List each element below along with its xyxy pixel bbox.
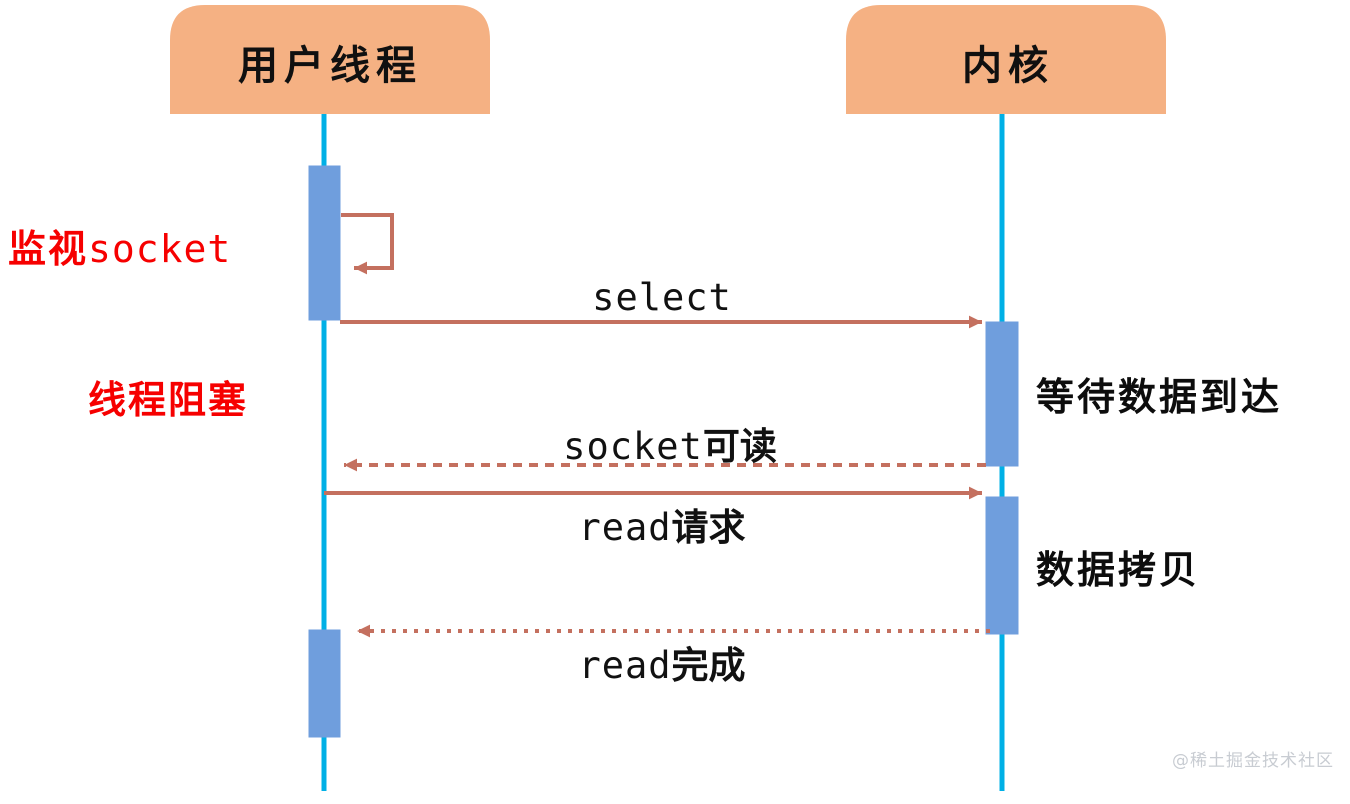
message-label-read-complete-mono: read (578, 644, 671, 687)
message-read-request: read请求 (324, 486, 982, 549)
message-label-read-request-mono: read (578, 506, 671, 549)
activation-bars-group (308, 165, 1019, 738)
activation-bar-user-1 (308, 165, 341, 321)
annotation-monitor-socket-cjk: 监视 (8, 227, 88, 271)
annotation-monitor-socket: 监视socket (8, 227, 231, 271)
participant-kernel[interactable]: 内核 (846, 5, 1166, 114)
activation-bar-kernel-1 (985, 321, 1019, 467)
activation-bar-kernel-2 (985, 496, 1019, 635)
participant-label-kernel: 内核 (962, 43, 1054, 89)
message-label-read-request: read请求 (578, 506, 745, 549)
participant-box-user (170, 5, 490, 114)
participant-box-kernel (846, 5, 1166, 114)
message-label-read-request-cjk: 请求 (672, 506, 746, 549)
message-socket-readable: socket可读 (344, 425, 986, 472)
participant-user[interactable]: 用户线程 (170, 5, 490, 114)
message-label-select: select (592, 276, 732, 319)
note-data-copy: 数据拷贝 (1036, 548, 1200, 592)
note-waiting-data-text: 等待数据到达 (1036, 375, 1282, 419)
annotation-monitor-socket-mono: socket (88, 227, 231, 271)
message-label-socket-readable: socket可读 (563, 425, 777, 468)
message-label-read-complete: read完成 (578, 644, 745, 687)
annotation-monitor-socket-text: 监视socket (8, 227, 231, 271)
participant-label-user: 用户线程 (238, 43, 422, 89)
self-loop-path (341, 213, 394, 275)
activation-bar-user-2 (308, 629, 341, 738)
message-read-complete: read完成 (357, 624, 990, 687)
message-label-socket-readable-cjk: 可读 (703, 425, 777, 468)
message-label-socket-readable-mono: socket (563, 425, 703, 468)
message-monitor-loop (341, 213, 394, 275)
note-waiting-data: 等待数据到达 (1036, 375, 1282, 419)
message-select: select (340, 276, 982, 329)
note-data-copy-text: 数据拷贝 (1036, 548, 1200, 592)
annotation-thread-blocked-text: 线程阻塞 (88, 378, 248, 422)
annotation-thread-blocked: 线程阻塞 (88, 378, 248, 422)
message-label-read-complete-cjk: 完成 (672, 644, 746, 687)
watermark: @稀土掘金技术社区 (1172, 751, 1334, 771)
